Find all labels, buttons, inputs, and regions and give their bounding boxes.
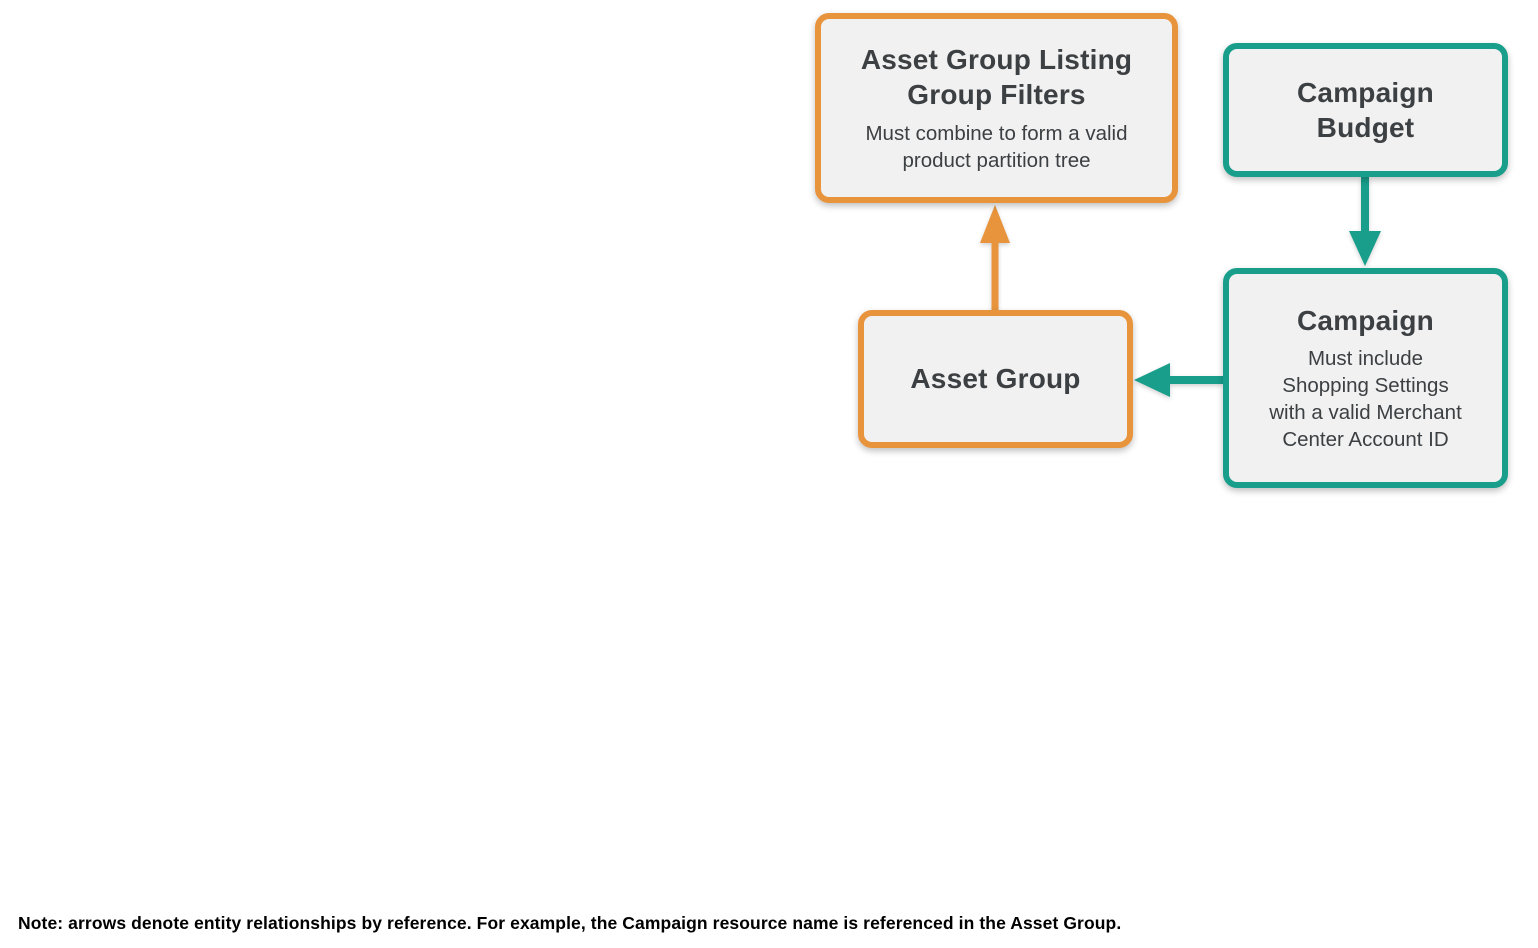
node-subtitle-campaign: Must include Shopping Settings with a va… — [1269, 347, 1462, 452]
node-asset-group: Asset Group — [858, 310, 1133, 448]
node-campaign-budget: Campaign Budget — [1223, 43, 1508, 177]
node-title-asset-group-listing-group-filters: Asset Group Listing Group Filters — [860, 44, 1133, 111]
node-title-campaign: Campaign — [1297, 304, 1434, 336]
note-text: Note: arrows denote entity relationships… — [18, 913, 1122, 933]
edge-campaign-to-asset-group-arrow — [1134, 363, 1223, 397]
node-title-campaign-budget: Campaign Budget — [1297, 76, 1434, 143]
node-title-asset-group: Asset Group — [910, 363, 1081, 395]
node-subtitle-asset-group-listing-group-filters: Must combine to form a valid product par… — [865, 121, 1128, 172]
node-campaign: Campaign Must include Shopping Settings … — [1223, 268, 1508, 488]
edge-campaign-budget-to-campaign-arrow — [1349, 177, 1381, 266]
edge-asset-group-to-listing-filters-arrow — [980, 205, 1010, 312]
node-asset-group-listing-group-filters: Asset Group Listing Group Filters Must c… — [815, 13, 1178, 203]
